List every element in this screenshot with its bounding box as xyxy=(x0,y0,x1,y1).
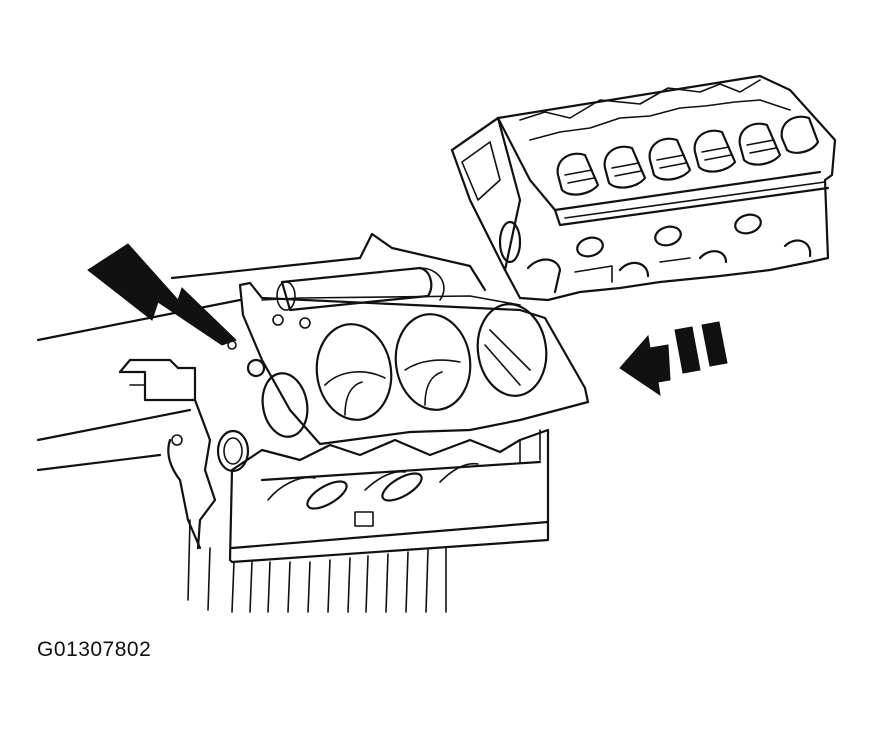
arrow-icon xyxy=(87,243,237,346)
direction-arrow-icon xyxy=(619,321,728,397)
dowel-hole xyxy=(246,358,266,378)
cylinder-head xyxy=(450,74,837,302)
figure-id-label: G01307802 xyxy=(37,638,152,661)
block-skirt-lines xyxy=(187,519,447,613)
head-gasket xyxy=(227,266,590,446)
engine-block xyxy=(36,232,550,613)
valve-springs xyxy=(556,115,820,196)
cylinder-bores xyxy=(261,303,548,438)
